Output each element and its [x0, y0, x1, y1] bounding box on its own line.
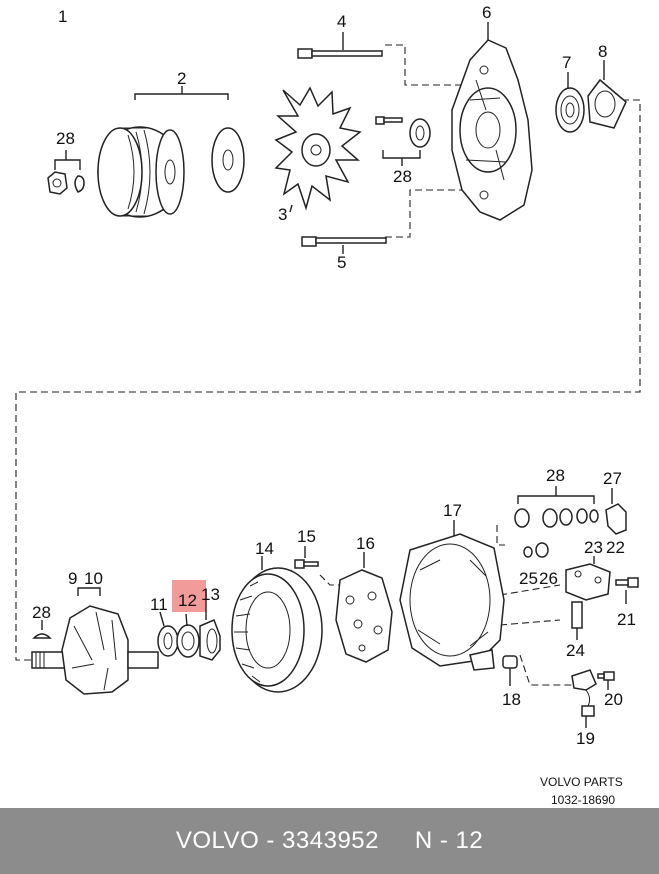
bearing-part-7 — [555, 72, 585, 133]
callout-21: 21 — [617, 610, 636, 629]
bolt-part-5 — [301, 236, 387, 254]
callout-9: 9 — [68, 569, 77, 588]
callout-28-bottom-left: 28 — [32, 603, 51, 622]
footer-part-number: VOLVO - 3343952 N - 12 — [175, 827, 484, 854]
fastener-set-part-28-right — [514, 486, 599, 528]
screw-part-21 — [615, 577, 639, 604]
screw-part-15 — [294, 546, 319, 569]
callout-14: 14 — [255, 539, 274, 558]
callout-2: 2 — [177, 69, 186, 88]
callout-27: 27 — [603, 469, 622, 488]
fan-part-3 — [274, 86, 362, 211]
retainer-plate-part-8 — [587, 60, 627, 129]
callout-19: 19 — [576, 729, 595, 748]
terminal-part-27 — [605, 488, 627, 535]
callout-4: 4 — [337, 12, 346, 31]
key-part-28-bottom — [32, 620, 52, 639]
callout-3: 3 — [278, 205, 287, 224]
callout-28-right: 28 — [546, 466, 565, 485]
rear-housing-part-17 — [399, 520, 505, 671]
callout-25: 25 — [519, 569, 538, 588]
callout-18: 18 — [502, 690, 521, 709]
callout-11: 11 — [150, 595, 168, 614]
callout-17: 17 — [443, 501, 462, 520]
exploded-diagram: 1 2 28 3 4 5 — [15, 3, 641, 807]
reference-line-2: 1032-18690 — [551, 793, 615, 807]
callout-20: 20 — [604, 690, 623, 709]
footer-bar: VOLVO - 3343952 N - 12 — [0, 808, 659, 874]
highlight-box-part-12 — [172, 580, 206, 612]
callout-26: 26 — [539, 569, 558, 588]
callout-13: 13 — [201, 585, 220, 604]
callout-15: 15 — [297, 527, 316, 546]
assembly-guide-lines — [15, 44, 641, 686]
callout-16: 16 — [356, 534, 375, 553]
sleeve-part-13 — [199, 600, 221, 661]
screw-spacer-part-28-middle — [375, 116, 431, 166]
callout-28-top-left: 28 — [56, 129, 75, 148]
callout-7: 7 — [562, 53, 571, 72]
callout-12: 12 — [178, 591, 197, 610]
washer-nut-part-25-26 — [523, 542, 549, 558]
callout-22: 22 — [606, 538, 625, 557]
regulator-part-22-23 — [565, 556, 611, 629]
pulley-part-2 — [97, 86, 245, 218]
bearing-part-12 — [176, 613, 200, 658]
alternator-exploded-view: 1 2 28 3 4 5 — [15, 3, 641, 807]
dowel-part-18 — [502, 655, 518, 686]
bolt-part-4 — [297, 32, 383, 59]
rectifier-part-16 — [335, 552, 393, 663]
callout-24: 24 — [566, 641, 585, 660]
reference-line-1: VOLVO PARTS — [540, 775, 623, 789]
callout-8: 8 — [598, 42, 607, 61]
callout-10: 10 — [84, 569, 103, 588]
drive-end-housing-part-6 — [451, 22, 533, 221]
callout-28-middle: 28 — [393, 167, 412, 186]
rotor-part-9-10 — [31, 587, 159, 695]
callout-1: 1 — [58, 7, 67, 26]
stator-part-14 — [231, 556, 323, 693]
ring-part-11 — [157, 611, 179, 657]
nut-washer-part-28-top — [47, 150, 85, 195]
callout-5: 5 — [337, 253, 346, 272]
callout-6: 6 — [482, 3, 491, 22]
brush-part-19-20 — [571, 669, 615, 728]
callout-23: 23 — [584, 538, 603, 557]
